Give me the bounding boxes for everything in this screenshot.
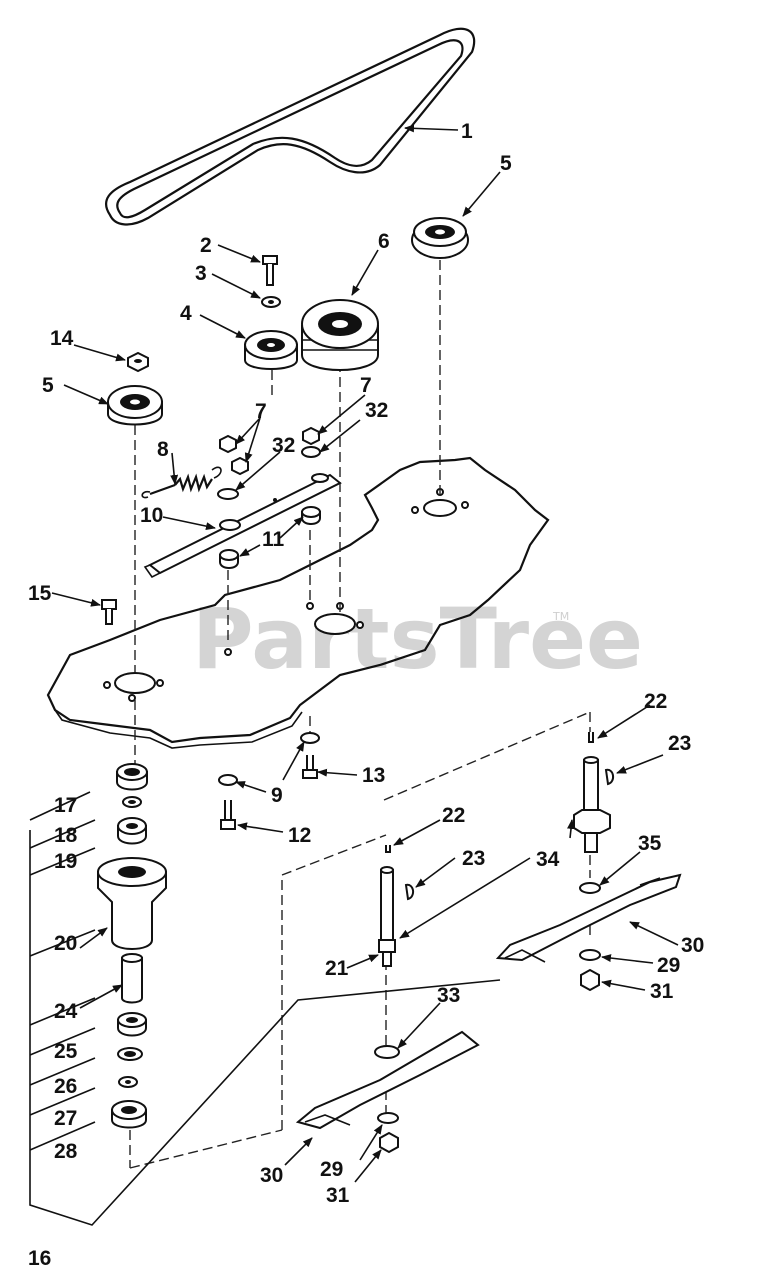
spindle-shaft-21 (378, 845, 414, 967)
callout-9: 9 (271, 784, 283, 807)
callout-33: 33 (437, 984, 460, 1007)
nut-14 (127, 351, 149, 373)
callout-24: 24 (54, 1000, 78, 1023)
callout-27: 27 (54, 1107, 77, 1130)
callout-23: 23 (668, 732, 691, 755)
callout-28: 28 (54, 1140, 78, 1163)
pulley-5-left (107, 385, 163, 426)
callout-5: 5 (42, 374, 54, 397)
pulley-5-right (411, 217, 469, 259)
callout-34: 34 (536, 848, 560, 871)
callout-3: 3 (195, 262, 207, 285)
watermark-trademark: TM (552, 610, 569, 623)
callout-4: 4 (180, 302, 192, 325)
spring-8 (141, 466, 222, 499)
bolt-15 (101, 599, 117, 625)
callout-35: 35 (638, 832, 662, 855)
callout-7: 7 (255, 400, 267, 423)
nuts-7-right (301, 426, 321, 458)
callout-7: 7 (360, 374, 372, 397)
leader-lines (51, 124, 679, 1183)
assembly-bracket-lines (29, 791, 96, 1151)
callout-6: 6 (378, 230, 390, 253)
callout-2: 2 (200, 234, 212, 257)
callout-31: 31 (326, 1184, 350, 1207)
callout-29: 29 (657, 954, 680, 977)
callout-26: 26 (54, 1075, 77, 1098)
callout-30: 30 (681, 934, 704, 957)
washer-9 (218, 774, 238, 786)
callout-16: 16 (28, 1247, 51, 1270)
callout-1: 1 (461, 120, 473, 143)
callout-15: 15 (28, 582, 52, 605)
callout-22: 22 (442, 804, 465, 827)
blade-30-center (295, 1030, 480, 1154)
callout-20: 20 (54, 932, 77, 955)
washer-13-set (300, 732, 320, 779)
callout-18: 18 (54, 824, 78, 847)
callout-21: 21 (325, 957, 349, 980)
callout-17: 17 (54, 794, 77, 817)
callout-labels: 1 5 2 3 4 6 14 5 7 7 32 32 8 10 11 15 9 … (28, 120, 704, 1270)
washer-3 (261, 296, 281, 308)
nuts-7-left (217, 434, 249, 500)
bolt-2 (262, 255, 278, 286)
callout-25: 25 (54, 1040, 78, 1063)
assembly-bracket-16 (29, 830, 501, 1226)
callout-13: 13 (362, 764, 385, 787)
spindle-assembly (97, 763, 167, 1129)
callout-5: 5 (500, 152, 512, 175)
callout-10: 10 (140, 504, 163, 527)
blade-30-right (495, 873, 682, 992)
callout-12: 12 (288, 824, 311, 847)
callout-29: 29 (320, 1158, 343, 1181)
watermark: PartsTree (192, 590, 643, 688)
bolt-12 (220, 800, 236, 830)
spacers-11 (219, 506, 321, 569)
callout-19: 19 (54, 850, 77, 873)
callout-32: 32 (272, 434, 295, 457)
double-pulley-6 (301, 299, 379, 371)
callout-11: 11 (262, 528, 285, 551)
drive-belt (105, 27, 476, 226)
idler-arm-10 (143, 473, 342, 579)
idler-pulley-4 (244, 330, 298, 370)
callout-30: 30 (260, 1164, 283, 1187)
callout-32: 32 (365, 399, 388, 422)
spindle-shaft-34 (573, 732, 614, 853)
callout-14: 14 (50, 327, 74, 350)
callout-8: 8 (157, 438, 169, 461)
callout-22: 22 (644, 690, 667, 713)
callout-31: 31 (650, 980, 674, 1003)
callout-23: 23 (462, 847, 485, 870)
